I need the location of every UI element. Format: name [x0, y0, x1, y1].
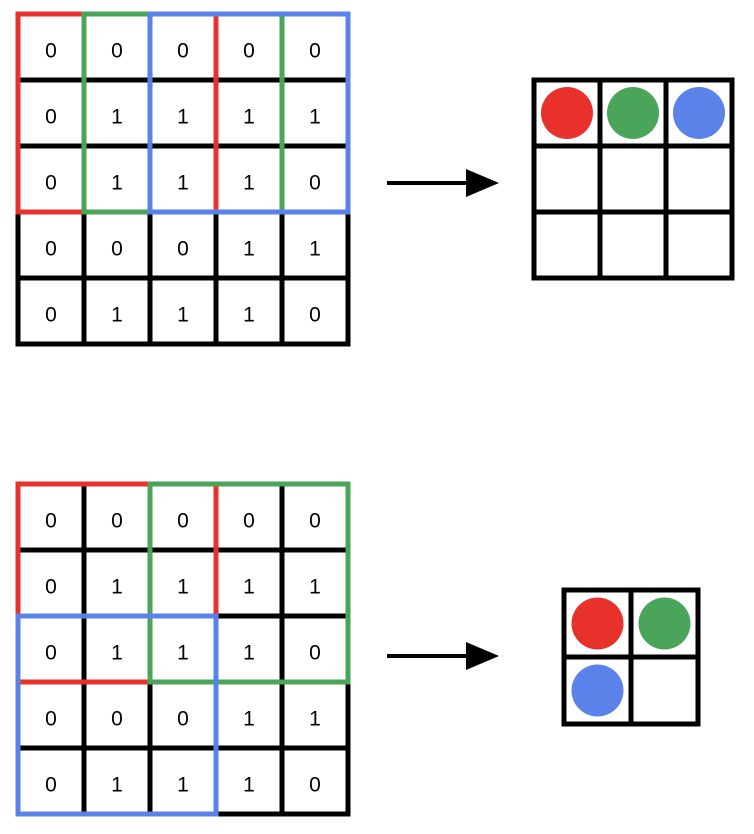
- output-cell: [597, 209, 669, 281]
- input-cell-value: 0: [45, 642, 57, 665]
- stride-2-arrow: [387, 642, 499, 670]
- input-cell-value: 0: [309, 304, 321, 327]
- input-cell-value: 0: [309, 642, 321, 665]
- input-cell-value: 0: [45, 708, 57, 731]
- input-cell-value: 0: [45, 40, 57, 63]
- input-cell: [213, 679, 285, 751]
- input-cell-value: 1: [309, 708, 321, 731]
- input-cell-value: 1: [243, 304, 255, 327]
- input-cell-value: 1: [243, 172, 255, 195]
- input-cell: [15, 275, 87, 347]
- input-cell: [279, 547, 351, 619]
- input-cell-value: 1: [177, 172, 189, 195]
- input-cell-value: 1: [111, 172, 123, 195]
- input-cell-value: 0: [243, 510, 255, 533]
- input-cell-value: 1: [177, 304, 189, 327]
- input-cell-value: 0: [309, 40, 321, 63]
- input-cell-value: 0: [177, 40, 189, 63]
- input-cell-value: 0: [45, 304, 57, 327]
- output-cell: [531, 143, 603, 215]
- stride-2-output-grid: [561, 587, 701, 727]
- input-cell-value: 0: [45, 774, 57, 797]
- input-cell-value: 0: [45, 106, 57, 129]
- input-cell: [147, 275, 219, 347]
- input-cell-value: 0: [111, 40, 123, 63]
- stride-2-input-grid: 0 0 0 0 0 0 1 1 1 1 0 1 1 1 0 0 0 0 1 1 0 1 1 1 0: [15, 481, 351, 817]
- input-cell: [279, 275, 351, 347]
- stride-1-input-grid: 0 0 0 0 0 0 1 1 1 1 0 1 1 1 0 0 0 0 1 1 0 1 1 1 0: [15, 11, 351, 347]
- input-cell-value: 1: [243, 576, 255, 599]
- input-cell-value: 0: [177, 238, 189, 261]
- blue-window: [147, 11, 351, 215]
- input-cell-value: 1: [177, 106, 189, 129]
- input-cell-value: 1: [111, 642, 123, 665]
- red-window: [15, 481, 219, 685]
- green-output-dot: [638, 597, 691, 650]
- input-cell-value: 1: [309, 106, 321, 129]
- input-cell-value: 0: [45, 172, 57, 195]
- red-output-dot: [541, 87, 593, 139]
- input-cell-value: 0: [45, 576, 57, 599]
- output-cell: [597, 143, 669, 215]
- red-output-dot: [571, 597, 624, 650]
- input-cell-value: 1: [243, 642, 255, 665]
- input-cell-value: 0: [309, 172, 321, 195]
- input-cell-value: 0: [45, 510, 57, 533]
- input-cell-value: 0: [45, 238, 57, 261]
- stride-1-output-grid: [531, 77, 735, 281]
- stride-1-sliding-windows: [15, 11, 351, 215]
- input-cell-value: 1: [177, 576, 189, 599]
- input-cell-value: 0: [111, 510, 123, 533]
- output-cell: [531, 209, 603, 281]
- input-cell-value: 1: [177, 774, 189, 797]
- input-cell-value: 0: [309, 510, 321, 533]
- input-cell-value: 1: [111, 106, 123, 129]
- input-cell-value: 0: [177, 708, 189, 731]
- output-cell: [663, 143, 735, 215]
- input-cell-value: 0: [111, 708, 123, 731]
- input-cell-value: 1: [111, 304, 123, 327]
- input-cell-value: 1: [309, 238, 321, 261]
- stride-1-panel: 0 0 0 0 0 0 1 1 1 1 0 1 1 1 0 0 0 0 1 1 0 1 1 1 0: [15, 11, 735, 347]
- output-cell: [663, 209, 735, 281]
- blue-output-dot: [571, 664, 624, 717]
- green-output-dot: [607, 87, 659, 139]
- green-window: [147, 481, 351, 685]
- output-cell: [628, 654, 701, 727]
- input-cell-value: 0: [309, 774, 321, 797]
- input-cell: [279, 745, 351, 817]
- input-cell-value: 1: [111, 576, 123, 599]
- input-cell-value: 1: [243, 708, 255, 731]
- input-cell-value: 0: [243, 40, 255, 63]
- stride-2-sliding-windows: [15, 481, 351, 817]
- blue-output-dot: [673, 87, 725, 139]
- blue-window: [15, 613, 219, 817]
- input-cell-value: 0: [111, 238, 123, 261]
- stride-2-panel: 0 0 0 0 0 0 1 1 1 1 0 1 1 1 0 0 0 0 1 1 0 1 1 1 0: [15, 481, 701, 817]
- input-cell-value: 1: [111, 774, 123, 797]
- input-cell-value: 1: [243, 774, 255, 797]
- input-cell-value: 1: [177, 642, 189, 665]
- input-cell-value: 1: [243, 106, 255, 129]
- input-cell: [15, 745, 87, 817]
- input-cell-value: 0: [177, 510, 189, 533]
- input-cell-value: 1: [243, 238, 255, 261]
- input-cell-value: 1: [309, 576, 321, 599]
- stride-1-arrow: [387, 169, 499, 197]
